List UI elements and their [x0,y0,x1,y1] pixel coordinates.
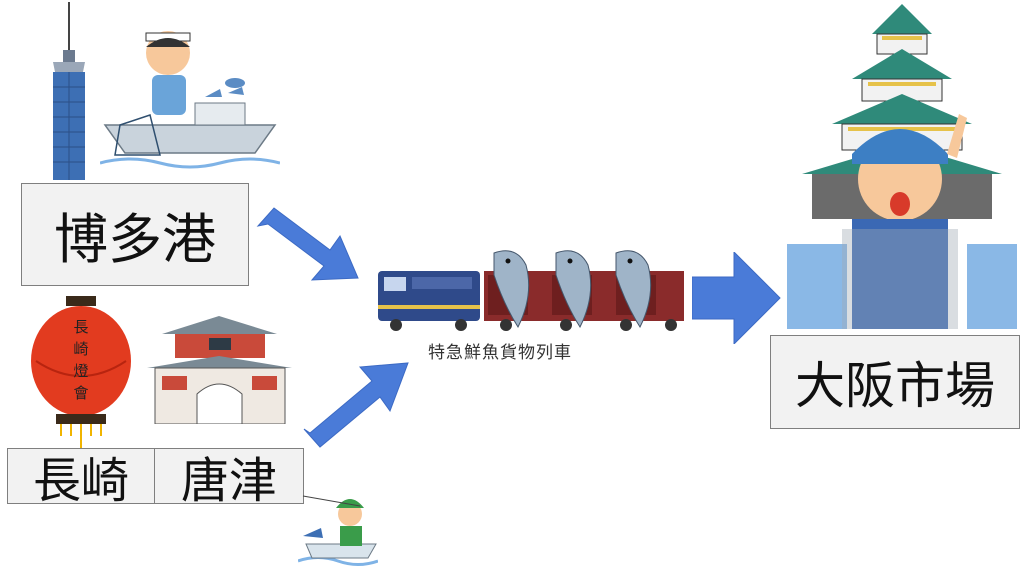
lantern-char-3: 燈 [73,362,88,380]
arrow-train-to-osaka [692,252,782,344]
fisherman-boat-illustration [100,25,280,170]
osaka-market-box: 大阪市場 [770,335,1020,429]
osaka-castle-merchant-illustration [782,4,1022,329]
osaka-market-label: 大阪市場 [795,357,995,415]
karatsu-cell: 唐津 [154,449,303,509]
train-caption: 特急鮮魚貨物列車 [428,343,572,363]
angler-boat-illustration [298,486,378,568]
nagasaki-label: 長崎 [32,453,129,509]
freight-train-illustration [376,245,688,333]
hakata-port-label: 博多港 [54,208,216,271]
lantern-char-1: 長 [73,318,88,336]
hakata-port-box: 博多港 [21,183,249,286]
nagasaki-cell: 長崎 [8,449,154,509]
nagasaki-karatsu-box: 長崎 唐津 [7,448,304,509]
lantern-char-4: 會 [73,384,88,402]
lantern-char-2: 崎 [73,340,88,358]
karatsu-label: 唐津 [180,453,277,509]
nagasaki-lantern-illustration: 長 崎 燈 會 [26,296,136,451]
karatsu-gate-illustration [147,316,292,424]
fukuoka-tower-illustration [45,2,93,180]
arrow-hakata-to-train [252,200,362,285]
arrow-karatsu-to-train [298,355,413,450]
tuna-icons [493,250,652,329]
